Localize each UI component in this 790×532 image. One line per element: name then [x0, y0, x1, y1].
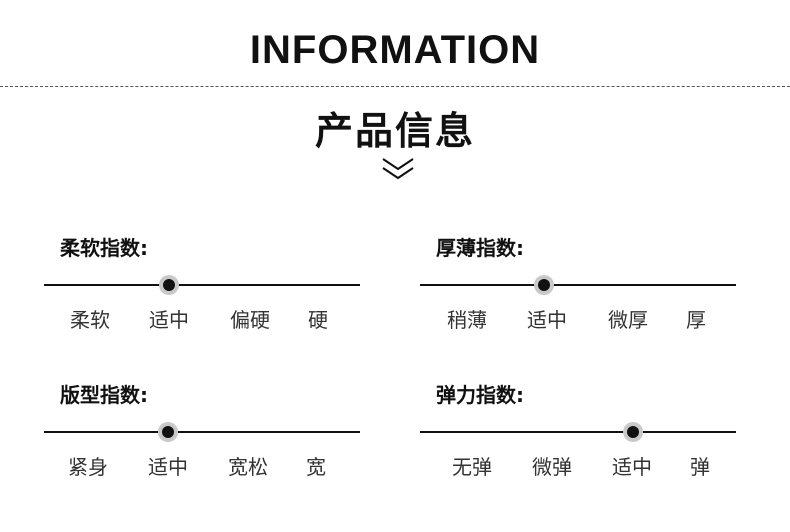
thickness-option: 适中 — [527, 308, 567, 332]
softness-index: 柔软指数: 柔软 适中 偏硬 硬 — [44, 232, 360, 342]
elasticity-option: 无弹 — [452, 455, 492, 479]
elasticity-indicator — [623, 422, 643, 442]
softness-option: 柔软 — [70, 308, 110, 332]
softness-option: 适中 — [149, 308, 189, 332]
thickness-index: 厚薄指数: 稍薄 适中 微厚 厚 — [420, 232, 736, 342]
fit-option: 宽松 — [228, 455, 268, 479]
fit-indicator — [158, 422, 178, 442]
softness-track — [44, 284, 360, 286]
softness-label: 柔软指数: — [60, 236, 148, 260]
title-english: INFORMATION — [249, 28, 541, 72]
dashed-divider — [0, 86, 790, 87]
elasticity-track — [420, 431, 736, 433]
softness-option: 偏硬 — [230, 308, 270, 332]
fit-track — [44, 431, 360, 433]
elasticity-option: 微弹 — [532, 455, 572, 479]
fit-index: 版型指数: 紧身 适中 宽松 宽 — [44, 379, 360, 489]
fit-option: 适中 — [148, 455, 188, 479]
elasticity-index: 弹力指数: 无弹 微弹 适中 弹 — [420, 379, 736, 489]
fit-option: 宽 — [306, 455, 326, 479]
thickness-option: 厚 — [686, 308, 706, 332]
softness-option: 硬 — [308, 308, 328, 332]
softness-indicator — [159, 275, 179, 295]
double-chevron-down-icon — [382, 158, 414, 180]
fit-option: 紧身 — [68, 455, 108, 479]
thickness-label: 厚薄指数: — [436, 236, 524, 260]
elasticity-option: 适中 — [612, 455, 652, 479]
elasticity-option: 弹 — [690, 455, 710, 479]
thickness-indicator — [534, 275, 554, 295]
thickness-option: 稍薄 — [447, 308, 487, 332]
elasticity-label: 弹力指数: — [436, 383, 524, 407]
fit-label: 版型指数: — [60, 383, 148, 407]
title-chinese: 产品信息 — [314, 109, 475, 153]
thickness-option: 微厚 — [608, 308, 648, 332]
thickness-track — [420, 284, 736, 286]
